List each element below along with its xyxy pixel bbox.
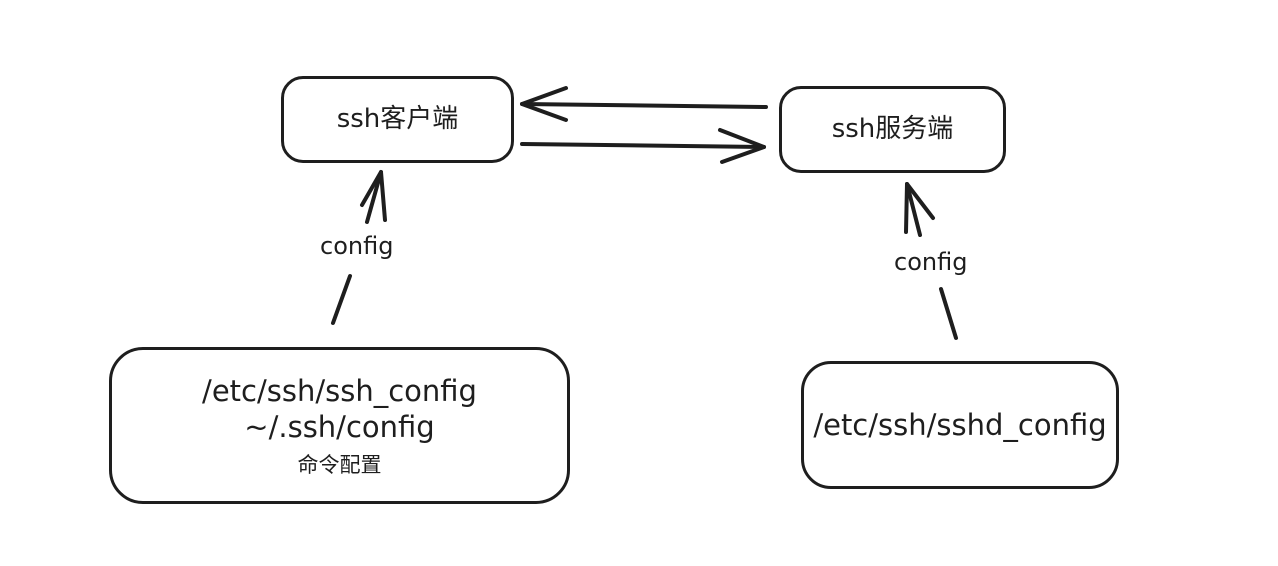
- server-config-edge-label: config: [892, 248, 970, 276]
- arrow-client-to-server: [520, 128, 766, 164]
- client-config-line-2: ~/.ssh/config: [244, 410, 435, 445]
- server-config-line-1: /etc/ssh/sshd_config: [813, 407, 1107, 442]
- client-config-line-1: /etc/ssh/ssh_config: [202, 374, 477, 409]
- ssh-client-label: ssh客户端: [336, 104, 459, 135]
- server-config-node: /etc/ssh/sshd_config: [801, 361, 1119, 489]
- ssh-server-node: ssh服务端: [779, 86, 1006, 173]
- client-config-line-3: 命令配置: [297, 452, 382, 477]
- arrow-server-config-to-server: [904, 182, 958, 340]
- client-config-edge-label: config: [318, 232, 396, 260]
- ssh-server-label: ssh服务端: [831, 114, 954, 145]
- arrow-client-config-to-client: [331, 170, 387, 325]
- ssh-client-node: ssh客户端: [281, 76, 514, 163]
- arrow-server-to-client: [520, 86, 768, 122]
- client-config-node: /etc/ssh/ssh_config ~/.ssh/config 命令配置: [109, 347, 570, 504]
